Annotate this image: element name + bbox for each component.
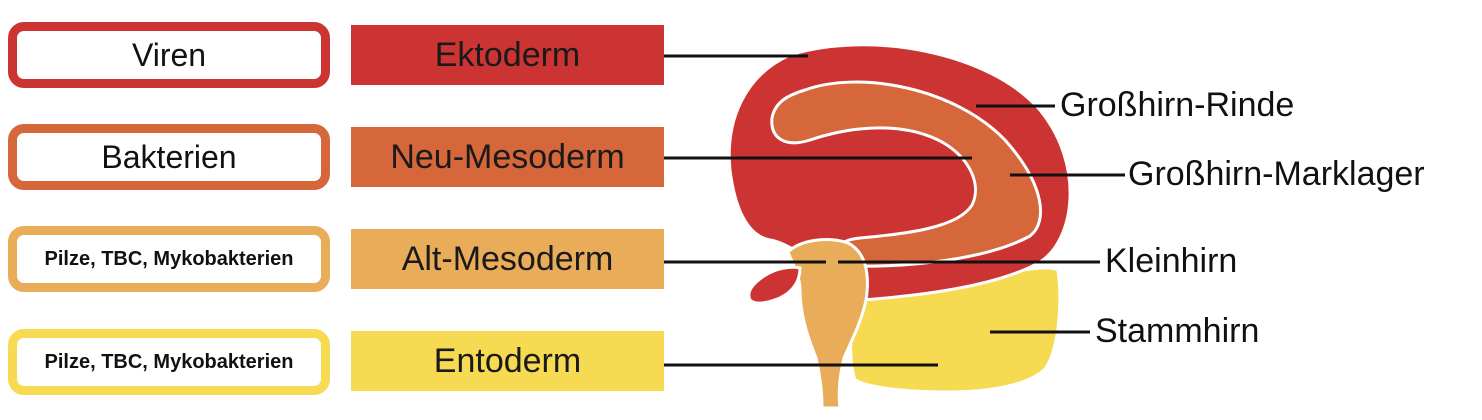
- brain-region-label-stammhirn: Stammhirn: [1095, 312, 1260, 350]
- small-lobe: [747, 265, 802, 305]
- germ-layer-label: Alt-Mesoderm: [401, 239, 614, 278]
- germ-layer-label: Ektoderm: [434, 35, 581, 74]
- grosshirn-marklager-region: [770, 80, 1043, 268]
- kleinhirn-region: [786, 238, 869, 410]
- germ-layer-neu-mesoderm: Neu-Mesoderm: [351, 127, 664, 187]
- pathogen-box-bakterien: Bakterien: [8, 124, 330, 190]
- brain-region-label-grosshirn-rinde: Großhirn-Rinde: [1060, 86, 1295, 124]
- brain-region-label-grosshirn-marklager: Großhirn-Marklager: [1128, 155, 1425, 193]
- pathogen-label: Pilze, TBC, Mykobakterien: [44, 247, 294, 270]
- pathogen-box-pilze-ento: Pilze, TBC, Mykobakterien: [8, 329, 330, 395]
- pathogen-label: Viren: [131, 36, 207, 73]
- germ-layer-entoderm: Entoderm: [351, 331, 664, 391]
- germ-layer-label: Neu-Mesoderm: [390, 137, 625, 176]
- pathogen-box-pilze-alt: Pilze, TBC, Mykobakterien: [8, 226, 330, 292]
- pathogen-box-viren: Viren: [8, 22, 330, 88]
- pathogen-label: Pilze, TBC, Mykobakterien: [44, 350, 294, 373]
- germ-layer-ektoderm: Ektoderm: [351, 25, 664, 85]
- germ-layer-label: Entoderm: [433, 341, 582, 380]
- brain-region-label-kleinhirn: Kleinhirn: [1105, 242, 1238, 280]
- pathogen-label: Bakterien: [101, 138, 237, 175]
- germ-layer-alt-mesoderm: Alt-Mesoderm: [351, 229, 664, 289]
